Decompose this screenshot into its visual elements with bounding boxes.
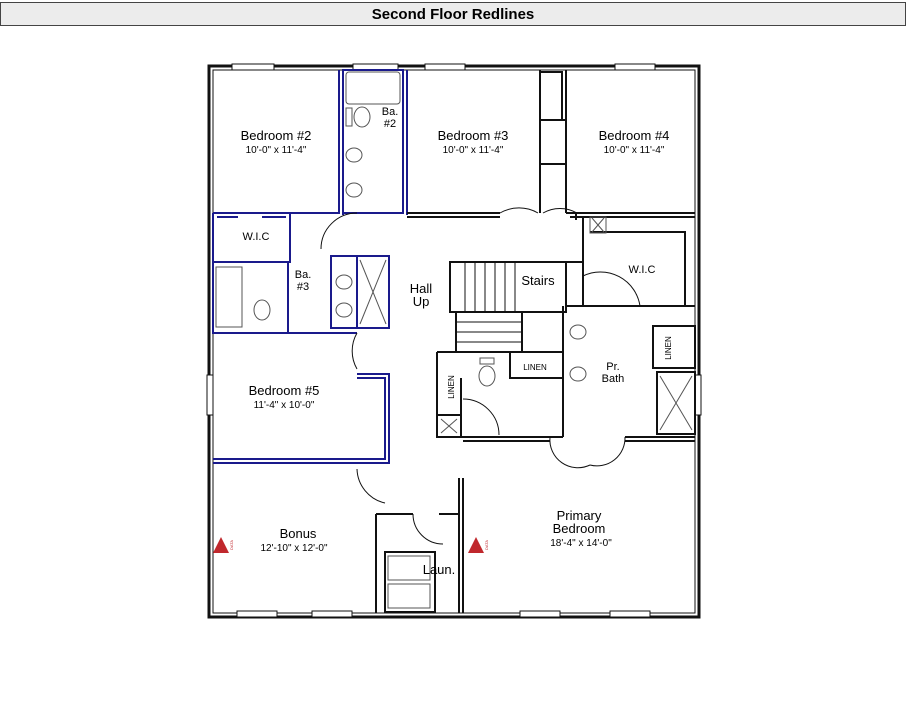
data-marker-primary-label: DATA: [484, 540, 489, 550]
data-marker-primary: DATA: [468, 537, 489, 553]
bedroom3-dim: 10'-0" x 11'-4": [443, 145, 504, 156]
primary-bath-label-line1: Pr.: [606, 361, 619, 373]
hall-label-line2: Up: [413, 294, 430, 309]
primary-bedroom-label-line1: Primary: [557, 508, 602, 523]
bedroom4-label: Bedroom #4: [599, 128, 670, 143]
bath2-label-line1: Ba.: [382, 106, 399, 118]
primary-bedroom-dim: 18'-4" x 14'-0": [550, 538, 612, 549]
bedroom4-dim: 10'-0" x 11'-4": [604, 145, 665, 156]
bedroom5-label: Bedroom #5: [249, 383, 320, 398]
bonus-label: Bonus: [280, 526, 317, 541]
bath2-label-line2: #2: [384, 118, 396, 130]
linen-right-label: LINEN: [664, 336, 673, 360]
bedroom5-dim: 11'-4" x 10'-0": [254, 400, 315, 411]
stairs-label: Stairs: [521, 273, 555, 288]
bonus-dim: 12'-10" x 12'-0": [260, 543, 328, 554]
page-title: Second Floor Redlines: [371, 5, 535, 23]
hall-label-line1: Hall: [410, 281, 433, 296]
bedroom3-label: Bedroom #3: [438, 128, 509, 143]
linen-center-label: LINEN: [523, 363, 547, 372]
wic-left-label: W.I.C: [243, 231, 270, 243]
windows: [206, 63, 702, 618]
bedroom2-label: Bedroom #2: [241, 128, 312, 143]
redline-walls: [212, 69, 408, 464]
bath3-label-line2: #3: [297, 281, 309, 293]
stair-treads: [456, 262, 522, 343]
linen-left-label: LINEN: [447, 375, 456, 399]
laundry-label: Laun.: [423, 562, 456, 577]
data-marker-bonus-label: DATA: [229, 540, 234, 550]
bath3-label-line1: Ba.: [295, 269, 312, 281]
primary-bedroom-label-line2: Bedroom: [553, 521, 606, 536]
data-marker-bonus: DATA: [213, 537, 234, 553]
wic-right-label: W.I.C: [629, 264, 656, 276]
bedroom2-dim: 10'-0" x 11'-4": [246, 145, 307, 156]
page-title-bar: Second Floor Redlines: [0, 2, 906, 26]
interior-walls: [375, 70, 696, 613]
plumbing-fixtures: [215, 71, 693, 609]
door-swings: [320, 207, 641, 545]
primary-bath-label-line2: Bath: [602, 373, 625, 385]
